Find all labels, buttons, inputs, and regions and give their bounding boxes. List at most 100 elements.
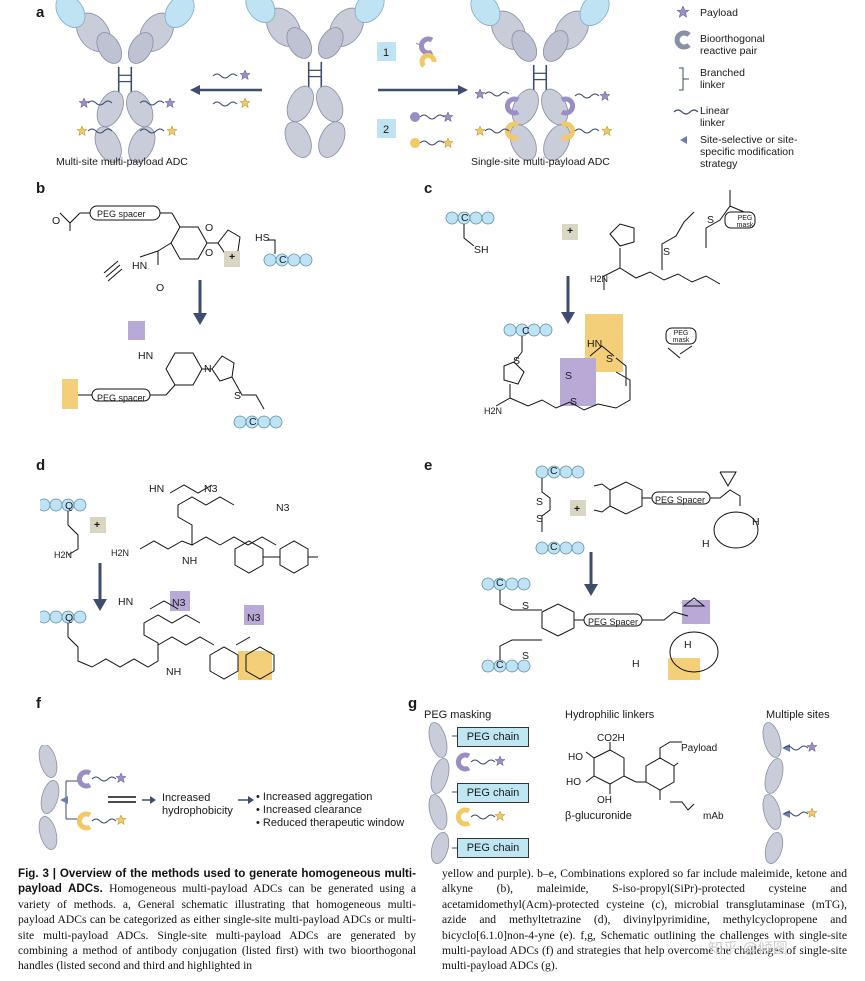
plus-e: + <box>574 503 581 515</box>
plus-c: + <box>567 225 574 237</box>
s-label-c3: S <box>513 355 521 367</box>
mab-label: mAb <box>703 811 724 822</box>
peg-chain-box: PEG chain <box>457 783 529 803</box>
peg-mask-label-c1: PEG mask <box>736 215 754 229</box>
panel-label-f: f <box>36 695 41 712</box>
legend-branched: Branched linker <box>700 67 745 91</box>
nh-label-d2: HN <box>118 596 134 608</box>
watermark: 知乎 @倾圆 <box>708 939 788 957</box>
figure-caption-title: Fig. 3 | Overview of the methods used to… <box>18 867 416 896</box>
cys-c-label-b2: C <box>249 416 257 428</box>
peg-chain-box: PEG chain <box>457 727 529 747</box>
cys-c-label-b1: C <box>279 254 287 266</box>
peg-mask-label-c2: PEG mask <box>672 330 690 344</box>
s-label-e1: S <box>536 496 544 508</box>
h2n-label-d1: H2N <box>54 550 73 560</box>
glucuronide-structure <box>585 741 695 811</box>
branched-linker-icon <box>679 67 689 91</box>
payload-label: Payload <box>681 743 718 754</box>
cys-c-label-c2: C <box>522 325 530 337</box>
h2n-label-c1: H2N <box>590 274 609 284</box>
hn-label-b2: HN <box>138 350 154 362</box>
multiple-sites-antibody <box>762 722 818 864</box>
consequence-item: • Increased aggregation <box>256 791 373 803</box>
panel-a-figure: 1 2 <box>49 0 616 168</box>
h-label-e4: H <box>632 658 640 670</box>
s-label-b: S <box>234 390 242 402</box>
panel-label-a: a <box>36 4 45 21</box>
consequence-item: • Increased clearance <box>256 804 362 816</box>
q-label-d1: Q <box>65 500 74 512</box>
legend-icons <box>673 5 699 144</box>
peg-masking-heading: PEG masking <box>424 709 492 721</box>
panel-label-c: c <box>424 180 433 197</box>
nh-label-d1: HN <box>149 483 165 495</box>
multi-site-caption: Multi-site multi-payload ADC <box>56 156 188 168</box>
peg-spacer-label-e1: PEG Spacer <box>655 495 706 505</box>
peg-spacer-label-e2: PEG Spacer <box>588 617 639 627</box>
linear-linker-icon <box>673 109 699 115</box>
figure-caption-body: Homogeneous multi-payload ADCs can be ge… <box>18 882 416 973</box>
panel-label-b: b <box>36 180 46 197</box>
nh-label-d4: NH <box>166 666 182 678</box>
h2n-label-c2: H2N <box>484 406 503 416</box>
legend-payload: Payload <box>700 7 738 19</box>
step-1-label: 1 <box>383 47 389 59</box>
q-label-d2: Q <box>65 612 74 624</box>
plus-d: + <box>94 519 101 531</box>
cysteine-product-b <box>233 415 283 429</box>
oh-label: OH <box>597 795 612 806</box>
h2n-label-d2: H2N <box>111 548 130 558</box>
panel-d-chemistry <box>40 484 318 680</box>
increased-hydrophobicity: Increased hydrophobicity <box>162 792 233 817</box>
s-label-c4: S <box>565 370 573 382</box>
s-label-c6: S <box>606 353 614 365</box>
panel-f-figure <box>38 745 254 850</box>
s-label-e4: S <box>522 650 530 662</box>
cys-c-label-c1: C <box>461 212 469 224</box>
legend-site: Site-selective or site-specific modifica… <box>700 134 798 170</box>
peg-masking-antibody <box>428 722 460 864</box>
s-label-e3: S <box>522 600 530 612</box>
step-2-label: 2 <box>383 124 389 136</box>
bioorthogonal-pair-icon <box>674 30 691 50</box>
hydrophilic-linkers-heading: Hydrophilic linkers <box>565 709 655 721</box>
multi-site-adc-illustration <box>49 0 201 168</box>
panel-b-chemistry <box>59 205 265 410</box>
site-selective-arrow-icon <box>680 136 687 144</box>
o-label-b3: O <box>205 247 214 259</box>
glucuronide-label: β-glucuronide <box>565 810 632 822</box>
arrow-to-single-site <box>377 36 468 148</box>
hn-label-b1: HN <box>132 260 148 272</box>
multi-site-payloads <box>76 97 178 136</box>
s-label-c1: S <box>663 246 671 258</box>
o-label-b2: O <box>205 222 214 234</box>
single-site-adc-illustration <box>464 0 616 166</box>
figure-caption-col2: yellow and purple). b–e, Combinations ex… <box>442 867 847 973</box>
legend-linear: Linear linker <box>700 105 730 129</box>
figure-caption-col1: Fig. 3 | Overview of the methods used to… <box>18 866 416 974</box>
panel-label-e: e <box>424 457 433 474</box>
single-site-payloads <box>474 88 613 141</box>
legend-bioorthogonal: Bioorthogonal reactive pair <box>700 33 765 57</box>
consequence-list: • Increased aggregation • Increased clea… <box>256 791 404 830</box>
peg-mask-payload-yellow <box>455 807 506 827</box>
peg-spacer-label-b2: PEG spacer <box>97 393 146 403</box>
peg-chain-box: PEG chain <box>457 838 529 858</box>
o-label-b1: O <box>52 215 61 227</box>
panel-label-g: g <box>408 695 418 712</box>
n-label-b: N <box>204 363 212 375</box>
plus-b: + <box>229 251 236 263</box>
cys-c-label-e4: C <box>496 659 504 671</box>
consequence-item: • Reduced therapeutic window <box>256 817 405 829</box>
hs-label-b: HS <box>255 232 270 244</box>
n3-label-d4: N3 <box>247 612 261 624</box>
single-site-caption: Single-site multi-payload ADC <box>471 156 610 168</box>
h-label-e2: H <box>702 538 710 550</box>
panel-label-d: d <box>36 457 46 474</box>
hn-label-c: HN <box>587 338 603 350</box>
o-label-b4: O <box>156 282 165 294</box>
arrow-to-multi-site <box>190 69 262 108</box>
peg-spacer-label-b1: PEG spacer <box>97 209 146 219</box>
s-label-c5: S <box>570 396 578 408</box>
